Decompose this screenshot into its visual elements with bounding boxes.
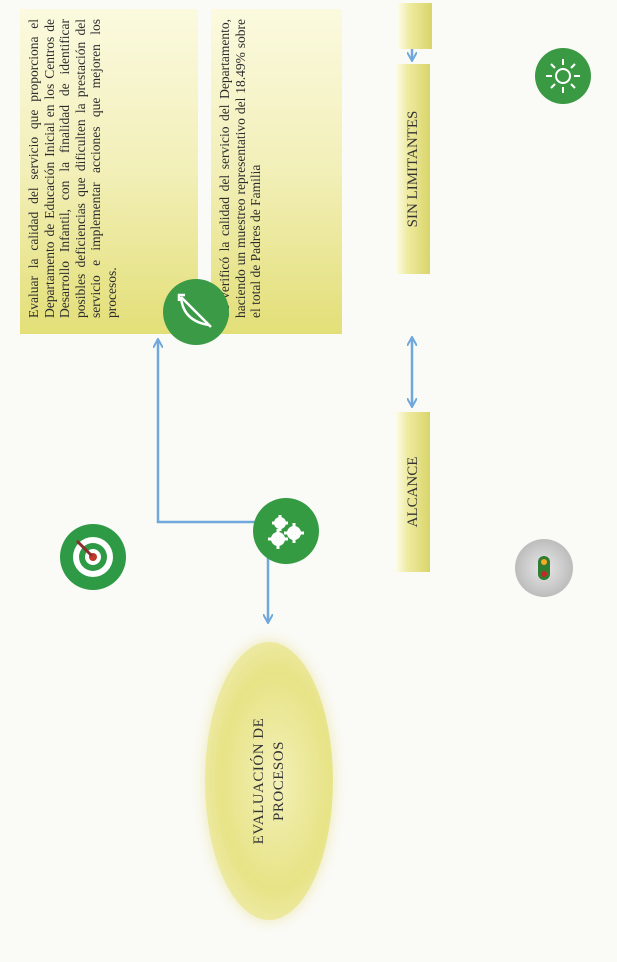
alcance-label-text: ALCANCE — [404, 456, 421, 528]
partial-bar — [398, 3, 432, 49]
sin-limitantes-label: SIN LIMITANTES — [396, 64, 430, 274]
bow-arrow-icon — [163, 279, 229, 345]
center-ellipse: EVALUACIÓN DE PROCESOS — [205, 642, 333, 920]
knob-icon — [515, 539, 573, 597]
sun-icon — [535, 48, 591, 104]
alcance-text: Se verificó la calidad del servicio del … — [217, 19, 264, 318]
connector-arrow-objetivo — [158, 340, 268, 622]
alcance-label: ALCANCE — [396, 412, 430, 572]
objetivo-text: Evaluar la calidad del servicio que prop… — [26, 19, 119, 318]
sin-limitantes-label-text: SIN LIMITANTES — [404, 110, 421, 228]
alcance-box: Se verificó la calidad del servicio del … — [211, 9, 342, 334]
center-title: EVALUACIÓN DE PROCESOS — [250, 717, 287, 845]
target-icon — [60, 524, 126, 590]
objetivo-box: Evaluar la calidad del servicio que prop… — [20, 9, 198, 334]
gears-icon — [253, 498, 319, 564]
